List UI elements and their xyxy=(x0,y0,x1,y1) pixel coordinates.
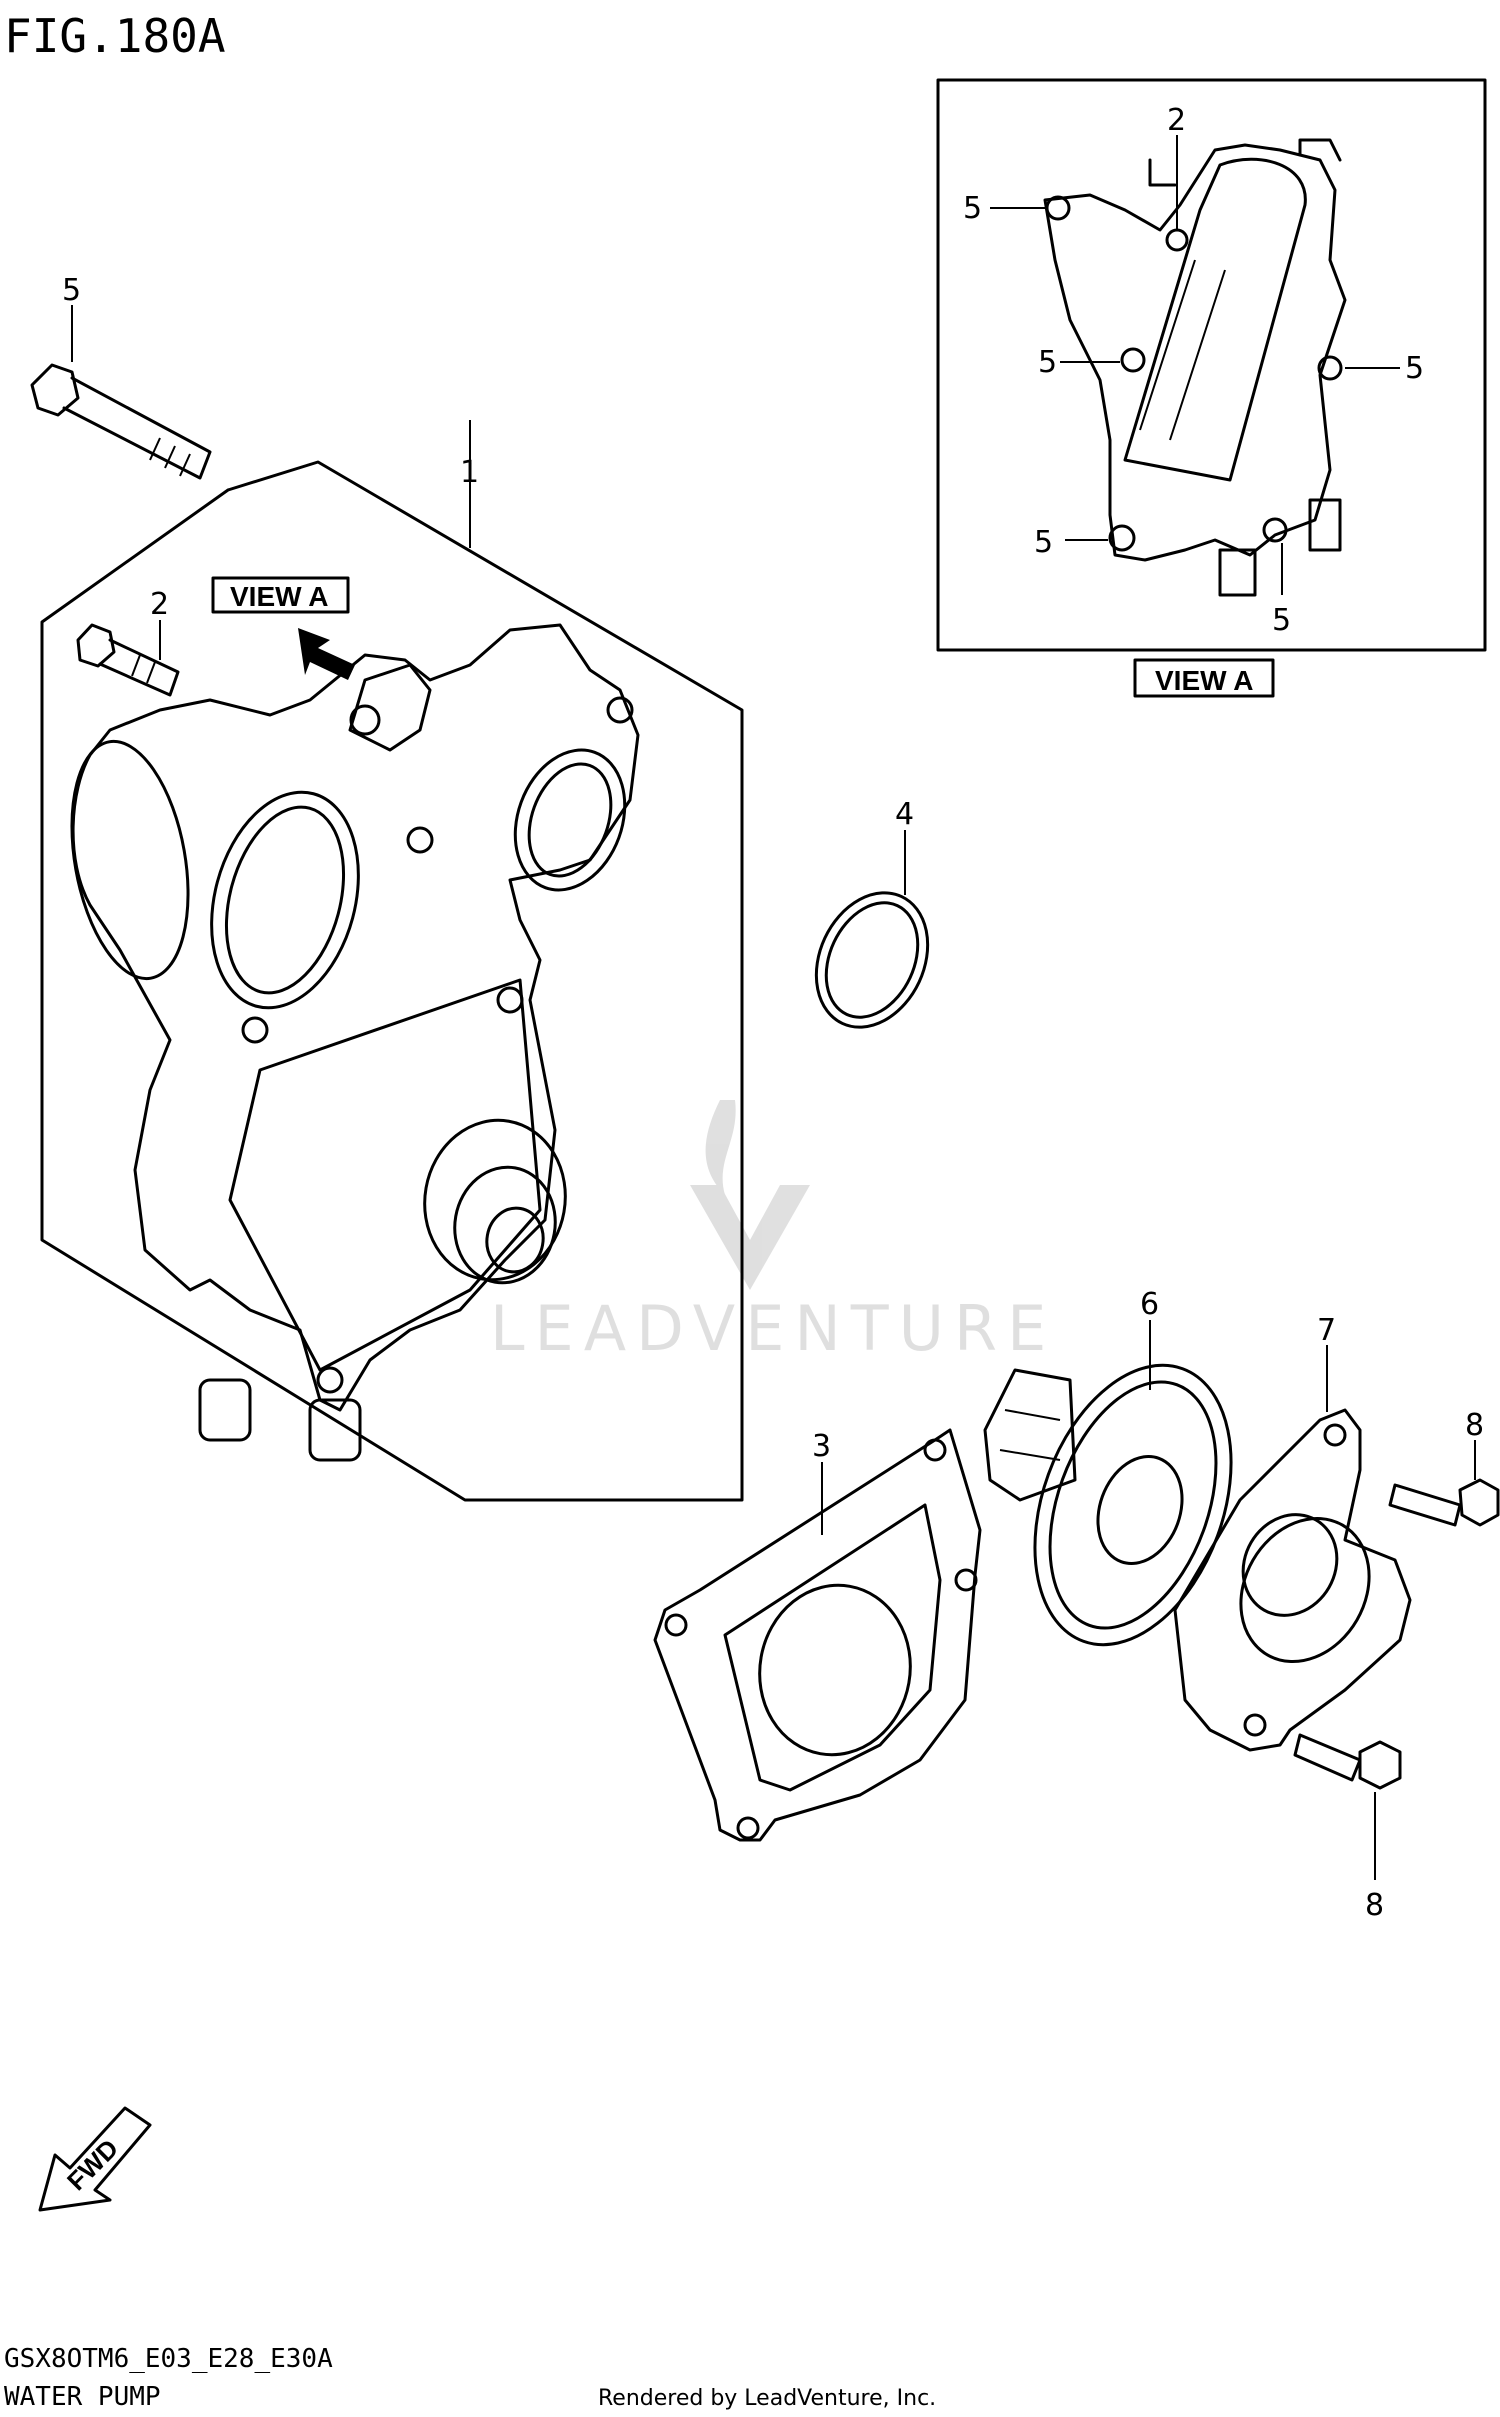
leadventure-watermark: LEADVENTURE xyxy=(490,1100,1056,1365)
o-ring-drawing xyxy=(814,891,930,1029)
callout-3: 3 xyxy=(812,1429,831,1464)
view-a-arrow-label-box xyxy=(211,576,350,614)
gasket-drawing xyxy=(653,1428,982,1842)
callout-8-lower: 8 xyxy=(1365,1888,1384,1923)
callout-2-view-a: 2 xyxy=(1167,103,1186,138)
callout-2: 2 xyxy=(150,587,169,622)
bolt-2-drawing xyxy=(76,623,180,697)
callout-1: 1 xyxy=(460,455,479,490)
thermostat-drawing xyxy=(983,1363,1233,1647)
callout-5-view-a-3: 5 xyxy=(1405,351,1424,386)
view-a-label-box xyxy=(1133,658,1275,698)
callout-5-view-a-4: 5 xyxy=(1034,525,1053,560)
view-a-direction-arrow xyxy=(298,628,355,680)
figure-title: FIG.180A xyxy=(4,9,226,63)
fwd-arrow-icon: FWD xyxy=(38,2106,152,2212)
view-a-housing-drawing xyxy=(1043,138,1347,597)
water-pump-housing-drawing xyxy=(70,623,640,1462)
watermark-text: LEADVENTURE xyxy=(490,1292,1056,1365)
callout-5-view-a-2: 5 xyxy=(1038,345,1057,380)
bolt-5-drawing xyxy=(30,363,212,480)
callout-4: 4 xyxy=(895,797,914,832)
view-a-arrow-label: VIEW A xyxy=(230,581,329,612)
assembly-bracket xyxy=(40,460,744,1502)
bolt-8-upper-drawing xyxy=(1388,1478,1500,1527)
callout-5-view-a-1: 5 xyxy=(963,191,982,226)
view-a-leader-lines xyxy=(990,135,1400,595)
callout-7: 7 xyxy=(1317,1313,1336,1348)
model-code: GSX8OTM6_E03_E28_E30A xyxy=(4,2344,333,2374)
callout-5-bolt: 5 xyxy=(62,273,81,308)
callout-6: 6 xyxy=(1140,1287,1159,1322)
thermostat-cover-drawing xyxy=(1173,1408,1412,1752)
view-a-box-label: VIEW A xyxy=(1155,665,1254,696)
callout-5-view-a-5: 5 xyxy=(1272,603,1291,638)
view-a-inset-frame xyxy=(936,78,1487,652)
section-name: WATER PUMP xyxy=(4,2382,161,2412)
bolt-8-lower-drawing xyxy=(1293,1733,1402,1790)
callout-8-upper: 8 xyxy=(1465,1408,1484,1443)
render-credit: Rendered by LeadVenture, Inc. xyxy=(598,2386,936,2411)
